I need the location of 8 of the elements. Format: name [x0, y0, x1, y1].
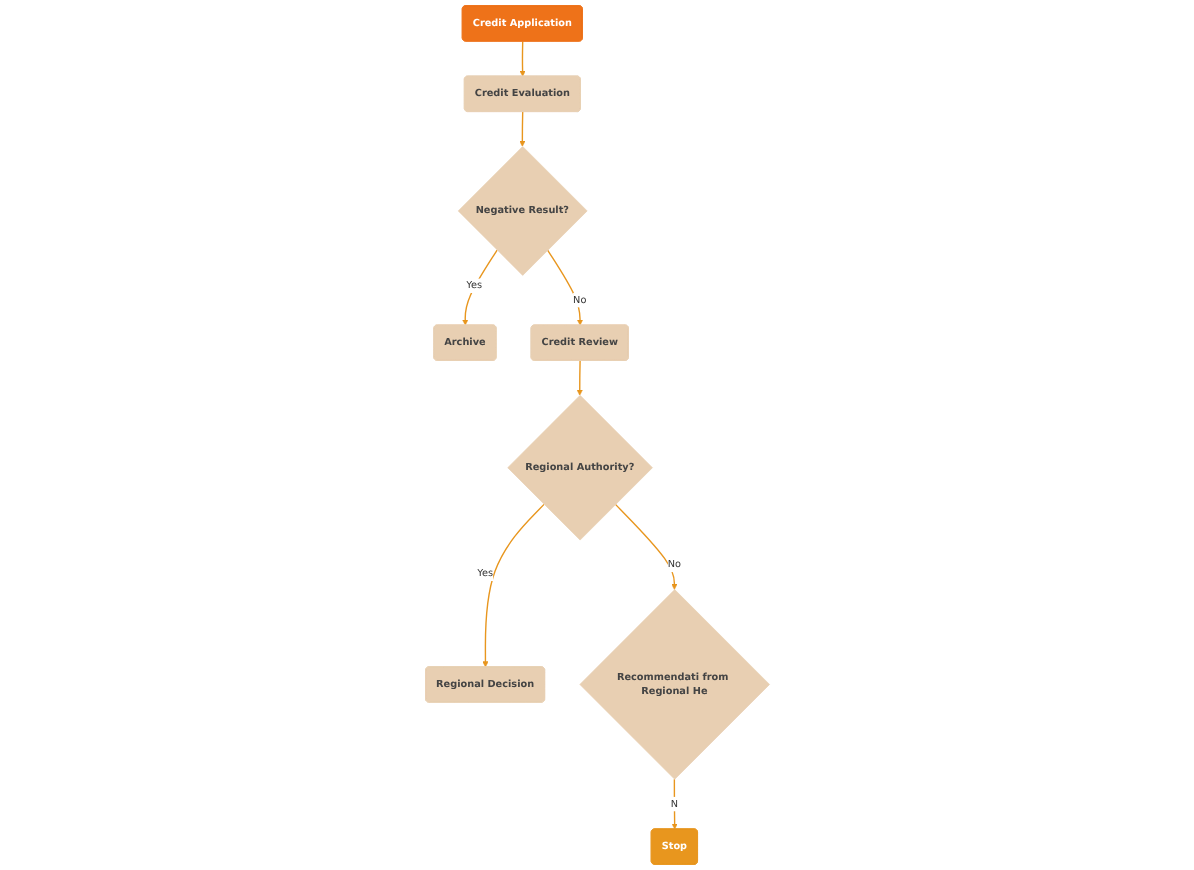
arrow: [614, 503, 677, 590]
arrow: [481, 503, 545, 668]
arrow: [546, 249, 583, 326]
arrow: [576, 360, 583, 396]
arrow: [671, 778, 678, 830]
arrow: [518, 111, 525, 147]
arrow: [461, 249, 498, 326]
arrow: [518, 40, 526, 77]
